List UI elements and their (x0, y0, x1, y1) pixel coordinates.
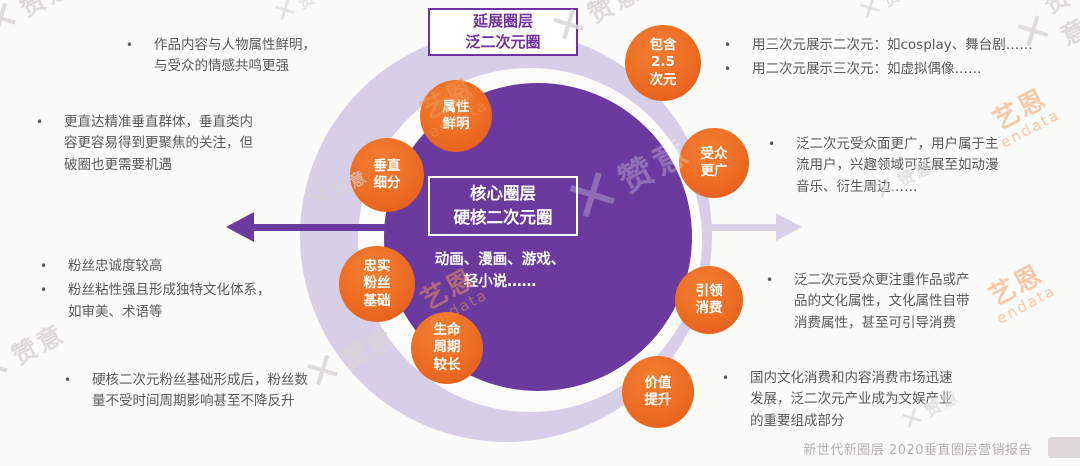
page-number-badge (1048, 437, 1080, 458)
note-item: • 泛二次元受众更注重作品或产 品的文化属性，文化属性自带 消费属性，甚至可引导… (766, 270, 1026, 334)
bullet-icon: • (766, 273, 774, 287)
note-item: • 用二次元展示三次元：如虚拟偶像…… (724, 59, 1074, 80)
extended-layer-arrow-shaft (702, 224, 778, 231)
note-block-cultural-consumption: • 泛二次元受众更注重作品或产 品的文化属性，文化属性自带 消费属性，甚至可引导… (766, 270, 1026, 337)
core-layer-title-box: 核心圈层 硬核二次元圈 (428, 176, 578, 236)
zanyi-x-logo-icon: ✕ (852, 0, 889, 28)
note-item: • 粉丝粘性强且形成独特文化体系， 如审美、术语等 (40, 280, 330, 323)
core-layer-examples: 动画、漫画、游戏、 轻小说…… (434, 252, 566, 291)
bullet-icon: • (126, 38, 134, 52)
zanyi-x-logo-icon: ✕ (0, 0, 28, 49)
note-item: • 用三次元展示二次元：如cosplay、舞台剧…… (724, 35, 1074, 56)
bullet-icon: • (64, 373, 72, 387)
core-layer-arrow-head-icon (226, 212, 254, 242)
report-source-caption: 新世代新圈层 2020垂直圈层营销报告 (803, 443, 1032, 458)
bullet-icon: • (768, 137, 776, 151)
zanyi-x-logo-icon: ✕ (267, 0, 304, 30)
bullet-icon: • (36, 115, 44, 129)
bullet-icon: • (40, 283, 48, 298)
badge-loyal-fanbase: 忠实 粉丝 基础 (339, 246, 415, 322)
zanyi-watermark: ✕ 赞意 (267, 0, 338, 30)
badge-long-lifecycle: 生命 周期 较长 (411, 312, 483, 384)
note-item: • 硬核二次元粉丝基础形成后，粉丝数 量不受时间周期影响甚至不降反升 (64, 370, 364, 413)
bullet-icon: • (724, 38, 732, 52)
zanyi-x-logo-icon: ✕ (0, 336, 20, 397)
note-block-emotional-resonance: • 作品内容与人物属性鲜明， 与受众的情感共鸣更强 (126, 35, 376, 81)
zanyi-watermark: ✕ 赞意 (852, 0, 923, 28)
bullet-icon: • (722, 371, 730, 385)
note-item: • 国内文化消费和内容消费市场迅速 发展，泛二次元产业成为文娱产业 的重要组成部… (722, 368, 1022, 432)
badge-distinct-attributes: 属性 鲜明 (420, 80, 492, 152)
note-item: • 作品内容与人物属性鲜明， 与受众的情感共鸣更强 (126, 35, 376, 78)
note-item: • 泛二次元受众面更广，用户属于主 流用户，兴趣领域可延展至如动漫 音乐、衍生周… (768, 134, 1038, 198)
note-item: • 更直达精准垂直群体，垂直类内 容更容易得到更聚焦的关注，但 破圈也更需要机遇 (36, 112, 296, 176)
core-layer-arrow-shaft (250, 224, 386, 231)
bullet-icon: • (40, 259, 48, 273)
note-block-wider-audience: • 泛二次元受众面更广，用户属于主 流用户，兴趣领域可延展至如动漫 音乐、衍生周… (768, 134, 1038, 201)
extended-layer-label-box: 延展圈层 泛二次元圈 (428, 8, 578, 56)
note-block-fan-loyalty: • 粉丝忠诚度较高 • 粉丝粘性强且形成独特文化体系， 如审美、术语等 (40, 256, 330, 326)
note-block-precise-vertical-reach: • 更直达精准垂直群体，垂直类内 容更容易得到更聚焦的关注，但 破圈也更需要机遇 (36, 112, 296, 179)
badge-includes-2-5d: 包含 2.5 次元 (625, 25, 701, 101)
badge-value-uplift: 价值 提升 (622, 356, 694, 428)
note-block-industry-growth: • 国内文化消费和内容消费市场迅速 发展，泛二次元产业成为文娱产业 的重要组成部… (722, 368, 1022, 435)
badge-wider-audience: 受众 更广 (679, 128, 749, 198)
zanyi-watermark: ✕ 赞意 (0, 0, 80, 49)
badge-leads-consumption: 引领 消费 (675, 266, 743, 334)
note-block-stable-fanbase: • 硬核二次元粉丝基础形成后，粉丝数 量不受时间周期影响甚至不降反升 (64, 370, 364, 416)
note-block-2-5d-examples: • 用三次元展示二次元：如cosplay、舞台剧…… • 用二次元展示三次元：如… (724, 35, 1074, 84)
badge-vertical-segmentation: 垂直 细分 (350, 138, 424, 212)
bullet-icon: • (724, 62, 732, 77)
note-item: • 粉丝忠诚度较高 (40, 256, 330, 277)
extended-layer-arrow-head-icon (776, 213, 802, 241)
